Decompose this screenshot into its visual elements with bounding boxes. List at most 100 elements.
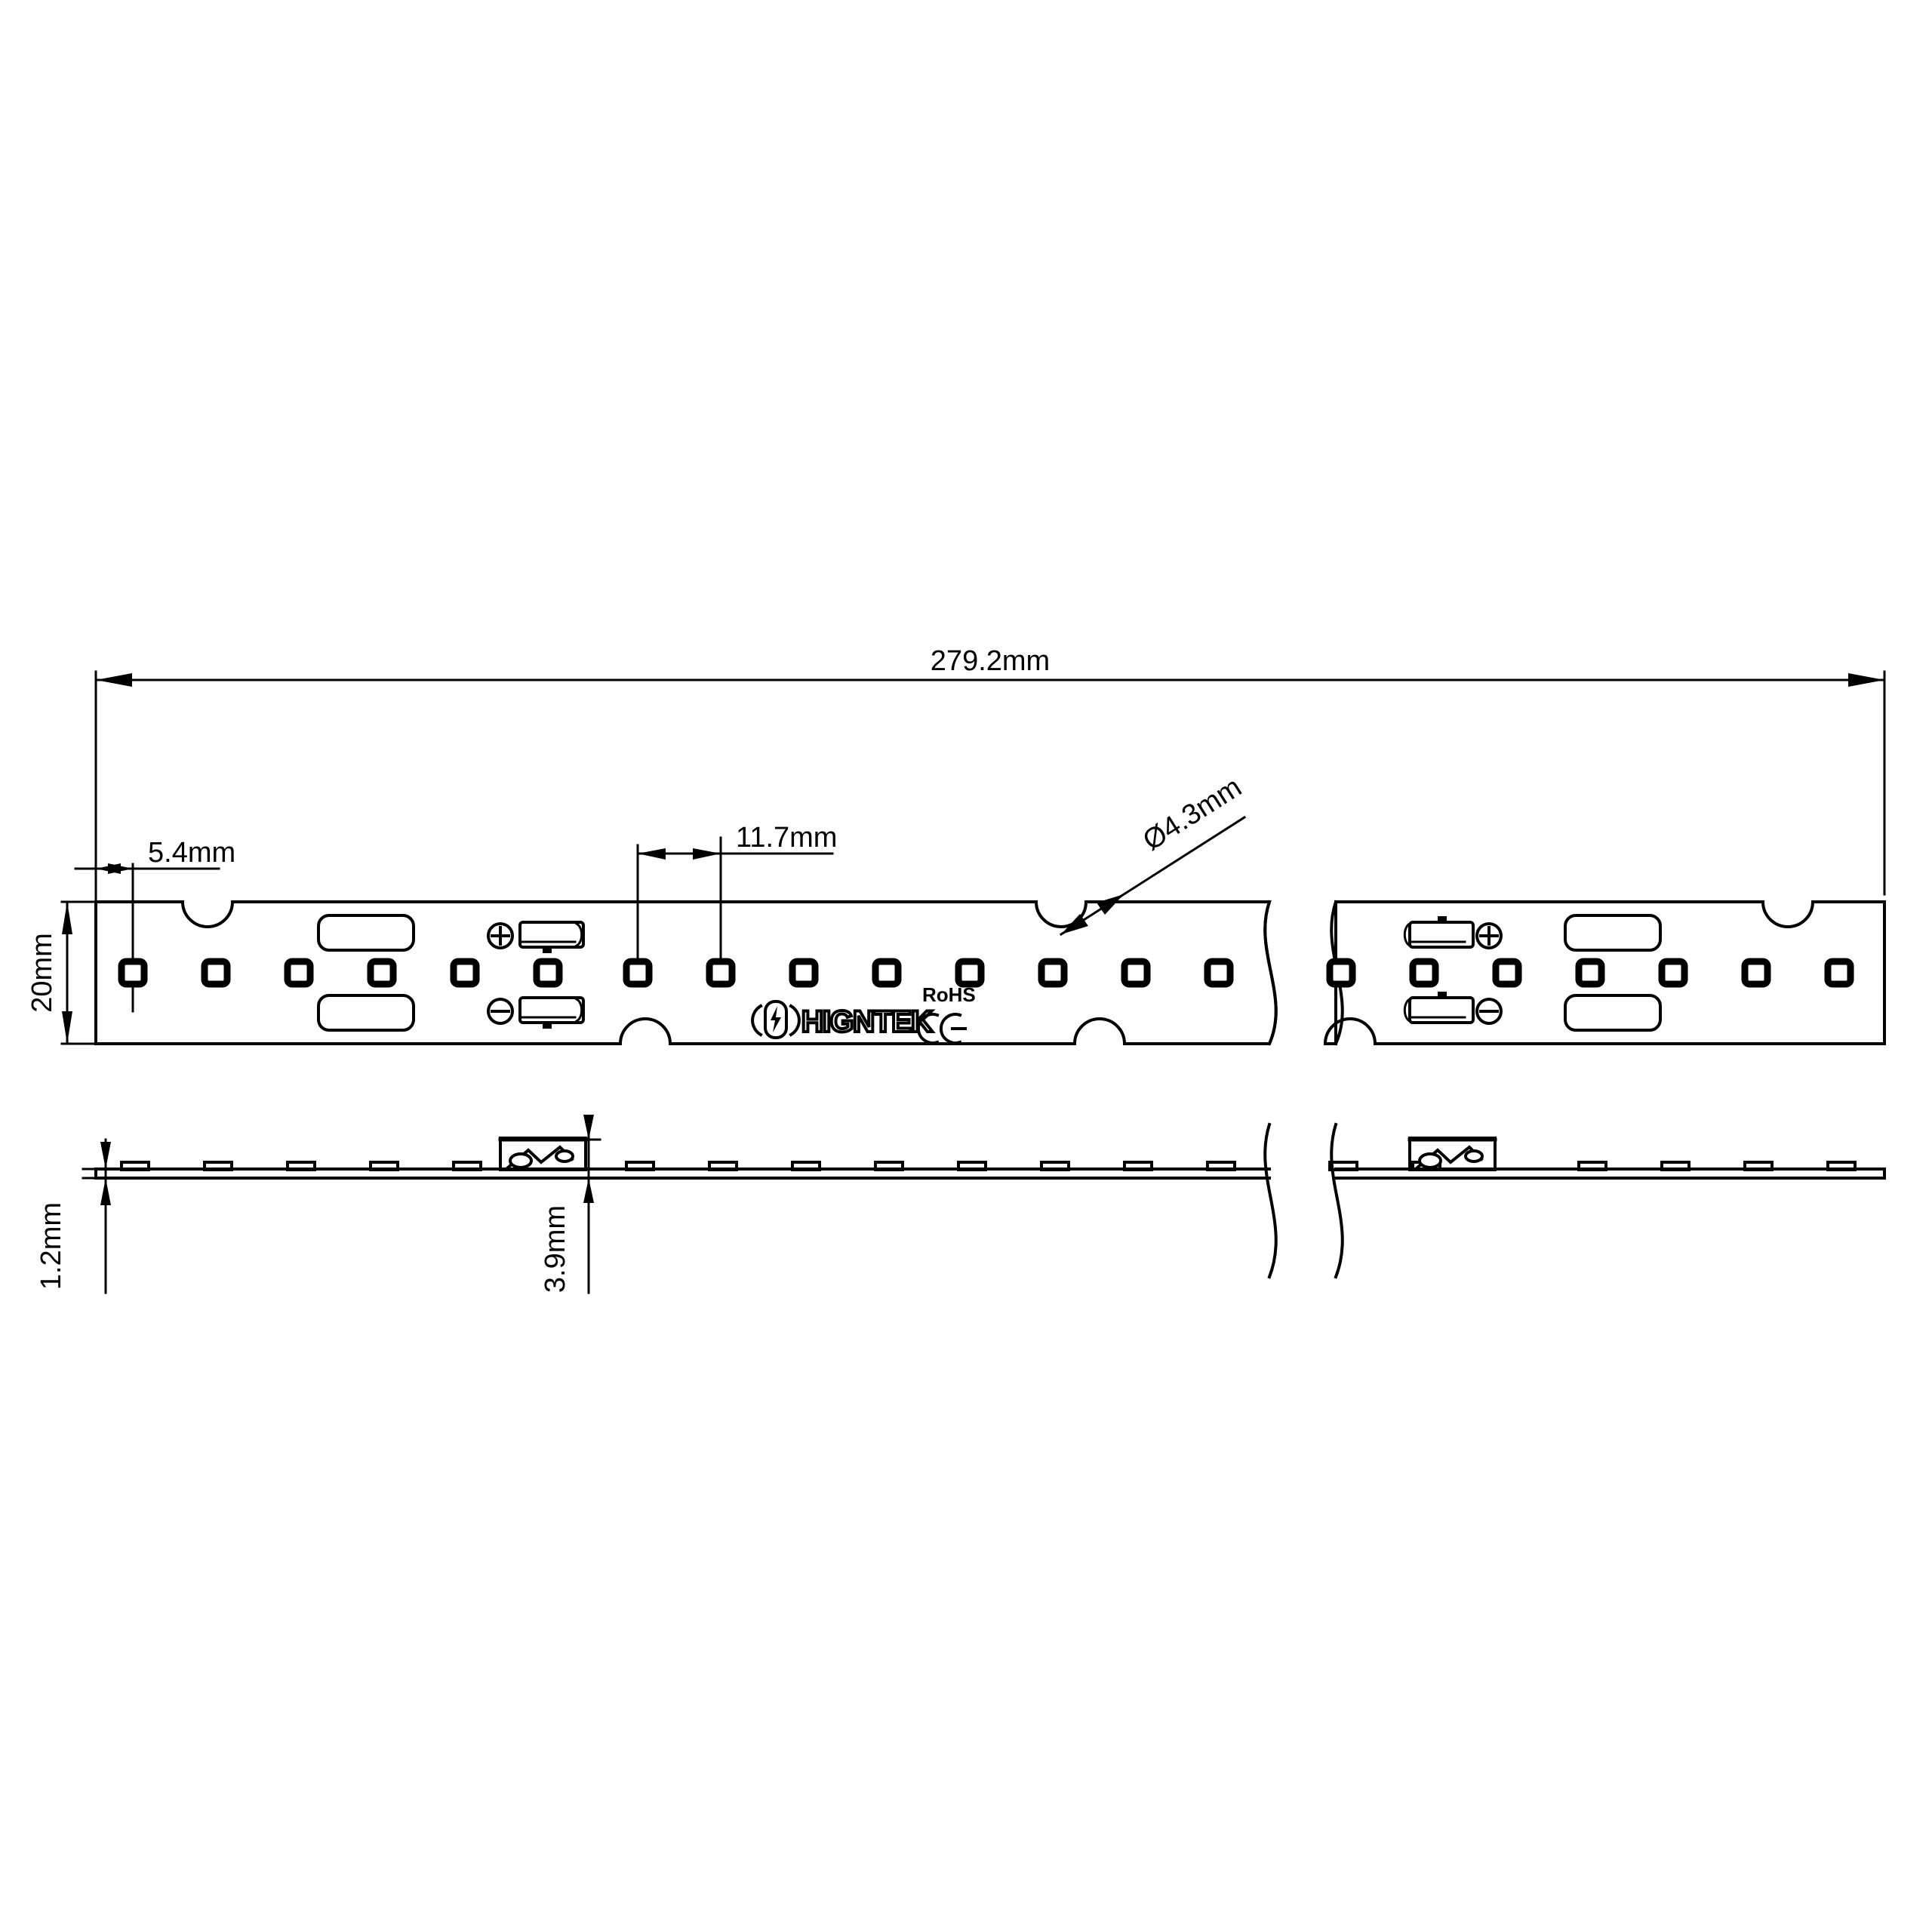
- led-bump: [452, 1161, 482, 1171]
- led-bump: [1206, 1161, 1236, 1171]
- board-thickness-label: 1.2mm: [35, 1202, 67, 1290]
- led-pad: [1575, 958, 1605, 988]
- thickness-arrow-top: [100, 1142, 111, 1169]
- ce-mark-icon: [916, 1013, 967, 1044]
- led-pad: [1204, 958, 1234, 988]
- height-arrow-top: [583, 1115, 594, 1140]
- led-bump: [874, 1161, 904, 1171]
- thickness-arrow-bottom: [100, 1178, 111, 1205]
- brand-logo: HIGNTEK: [751, 1000, 935, 1040]
- mounting-slot-group: [317, 914, 1662, 1032]
- arrowhead-left: [96, 673, 132, 687]
- connector-tab: [543, 1023, 552, 1029]
- overall-length-label: 279.2mm: [931, 645, 1050, 677]
- notch-diameter-label: Ø4.3mm: [1137, 771, 1247, 857]
- connector-body: [1408, 996, 1475, 1024]
- led-bump: [203, 1161, 233, 1171]
- ce-letter-e-arc: [939, 1013, 962, 1044]
- connector-body: [1408, 921, 1475, 949]
- led-pad: [201, 958, 231, 988]
- break-curve-left: [1263, 900, 1278, 1046]
- connector-negative-right: [1403, 992, 1503, 1025]
- led-bump: [1040, 1161, 1070, 1171]
- led-pad: [1409, 958, 1439, 988]
- connector-end-cap: [1403, 998, 1411, 1023]
- led-bump: [957, 1161, 987, 1171]
- led-bump: [286, 1161, 316, 1171]
- notch-leader-arrow-upper: [1097, 894, 1124, 915]
- led-bump: [791, 1161, 821, 1171]
- logo-arc-right: [789, 1004, 801, 1037]
- led-pad: [533, 958, 563, 988]
- led-pitch-dimension: 11.7mm: [636, 822, 837, 964]
- pitch-arrow-left: [638, 848, 666, 860]
- pitch-arrow-right: [693, 848, 721, 860]
- led-bump: [1328, 1161, 1358, 1171]
- connector-body: [518, 921, 585, 949]
- logo-lightning-bolt: [771, 1006, 781, 1032]
- connector-internal-cam: [555, 1149, 574, 1163]
- logo-arc-left: [751, 1004, 763, 1037]
- top-view-left-section: [94, 900, 1278, 1045]
- total-height-dimension: 3.9mm: [527, 1115, 601, 1294]
- notch-leader-line: [1059, 815, 1247, 937]
- led-bump: [1743, 1161, 1774, 1171]
- led-pad: [1492, 958, 1522, 988]
- connector-tab: [1438, 992, 1447, 998]
- top-view-right-section: [1323, 900, 1886, 1045]
- connector-tab: [1438, 916, 1447, 922]
- mounting-slot: [1564, 914, 1662, 952]
- led-bump: [1826, 1161, 1857, 1171]
- ce-letter-c: [916, 1013, 940, 1044]
- led-pad: [1121, 958, 1151, 988]
- led-pad: [789, 958, 819, 988]
- arrowhead-right: [1848, 673, 1884, 687]
- led-bump: [120, 1161, 150, 1171]
- connector-end-cap: [1403, 922, 1411, 947]
- side-break-curve-right: [1330, 1122, 1344, 1279]
- first-led-offset-dimension: 5.4mm: [74, 837, 235, 1013]
- connector-tab: [543, 947, 552, 953]
- led-pad: [1824, 958, 1854, 988]
- led-pad-row-top-view: [118, 958, 1854, 988]
- offset-arrow-right: [108, 863, 133, 874]
- led-pad: [1741, 958, 1771, 988]
- connector-internal-cam: [1464, 1149, 1484, 1163]
- connector-positive-left: [487, 921, 585, 953]
- board-width-dimension: 20mm: [26, 900, 101, 1045]
- led-pad: [1038, 958, 1068, 988]
- width-arrow-bottom: [62, 1011, 72, 1044]
- led-bump: [369, 1161, 399, 1171]
- led-bump: [1577, 1161, 1607, 1171]
- height-arrow-bottom: [583, 1178, 594, 1203]
- total-height-label: 3.9mm: [540, 1205, 571, 1293]
- led-bump: [708, 1161, 738, 1171]
- connector-end-cap: [575, 998, 583, 1023]
- led-pitch-label: 11.7mm: [736, 822, 837, 854]
- overall-length-dimension: 279.2mm: [94, 645, 1886, 896]
- connector-negative-left: [487, 996, 585, 1029]
- board-thickness-dimension: 1.2mm: [35, 1138, 131, 1294]
- led-pad: [1326, 958, 1356, 988]
- connector-internal-lever: [509, 1152, 533, 1169]
- led-pad: [367, 958, 397, 988]
- board-width-label: 20mm: [26, 933, 58, 1013]
- led-bump: [1123, 1161, 1153, 1171]
- connector-end-cap: [575, 922, 583, 947]
- side-view-connector-left: [498, 1137, 588, 1171]
- width-arrow-top: [62, 902, 72, 934]
- pcb-outline-right: [1323, 900, 1886, 1045]
- led-pad: [706, 958, 736, 988]
- mounting-slot: [317, 914, 415, 952]
- pcb-outline-left: [94, 900, 1278, 1045]
- mounting-slot: [1564, 994, 1662, 1032]
- led-bump: [1660, 1161, 1690, 1171]
- side-view-group: [94, 1122, 1886, 1279]
- notch-diameter-callout: Ø4.3mm: [1059, 771, 1247, 937]
- led-pad: [955, 958, 985, 988]
- connector-internal-lever: [1418, 1152, 1442, 1169]
- connector-positive-right: [1403, 916, 1503, 949]
- first-led-offset-label: 5.4mm: [148, 837, 235, 869]
